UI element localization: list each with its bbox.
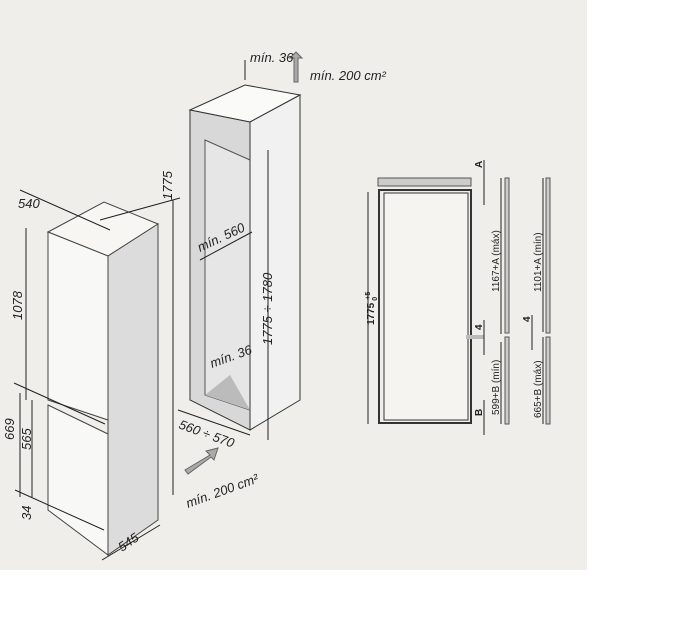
- lower-section-label: 669: [2, 418, 17, 440]
- plinth-label: 34: [19, 506, 34, 520]
- width-label: 540: [18, 196, 40, 211]
- lower-max-label: 665+B (máx): [533, 360, 544, 418]
- section-height-value: 1775: [366, 302, 377, 325]
- section-height-label: 1775 +50: [365, 292, 379, 325]
- niche-height-label: 1775 ÷ 1780: [260, 272, 275, 345]
- label-b: B: [474, 409, 485, 416]
- section-drawing: 1775 +50 A B 4 4 1167+A (máx) 599+B (mín)…: [365, 160, 551, 435]
- lower-min-label: 599+B (mín): [491, 360, 502, 415]
- upper-min-label: 1101+A (mín): [533, 232, 544, 292]
- installation-diagram: 540 1775 1078 669 565 34 545 mín. 36 mín…: [2, 50, 551, 561]
- upper-door-label: 1078: [10, 290, 25, 320]
- lower-door-label: 565: [19, 428, 34, 450]
- gap-right-label: 4: [522, 316, 533, 322]
- top-vent-label: mín. 200 cm²: [310, 68, 387, 83]
- top-clearance-label: mín. 36: [250, 50, 294, 65]
- tolerance-plus: +5: [365, 292, 372, 300]
- label-a: A: [474, 161, 485, 168]
- diagram-canvas: 540 1775 1078 669 565 34 545 mín. 36 mín…: [0, 0, 587, 570]
- niche-drawing: mín. 36 mín. 200 cm² mín. 560 1775 ÷ 178…: [177, 50, 387, 511]
- bottom-vent-label: mín. 200 cm²: [184, 471, 261, 511]
- niche-width-label: 560 ÷ 570: [177, 417, 237, 451]
- upper-max-label: 1167+A (máx): [491, 230, 502, 292]
- height-label: 1775: [160, 170, 175, 200]
- gap-left-label: 4: [474, 324, 485, 330]
- fridge-drawing: 540 1775 1078 669 565 34 545: [2, 170, 181, 561]
- tolerance-minus: 0: [372, 297, 379, 301]
